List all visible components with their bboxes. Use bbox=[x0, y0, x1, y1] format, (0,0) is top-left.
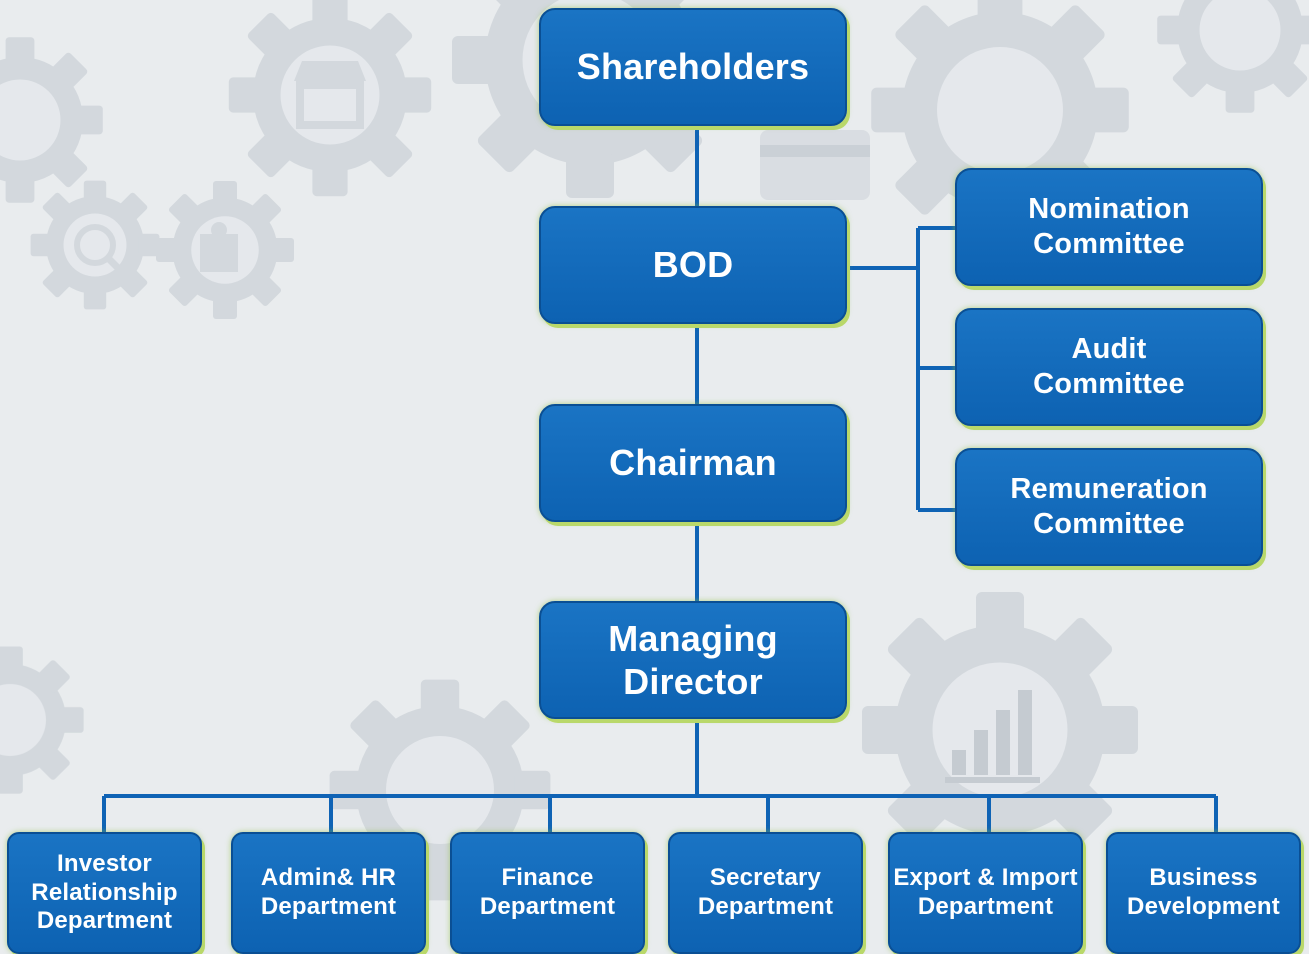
secretary-department-label: Secretary Department bbox=[697, 864, 834, 920]
admin-hr-department-label: Admin& HR Department bbox=[260, 864, 397, 920]
nomination-committee-box: Nomination Committee bbox=[955, 168, 1263, 286]
nomination-committee-label: Nomination Committee bbox=[1028, 193, 1190, 260]
investor-relationship-department-label: Investor Relationship Department bbox=[31, 849, 178, 935]
finance-department-label: Finance Department bbox=[479, 864, 616, 920]
bod-label: BOD bbox=[652, 244, 734, 286]
shareholders-box: Shareholders bbox=[539, 8, 847, 126]
puzzle-icon bbox=[200, 222, 238, 272]
admin-hr-department-box: Admin& HR Department bbox=[231, 832, 426, 954]
chairman-box: Chairman bbox=[539, 404, 847, 522]
credit-card-icon bbox=[760, 130, 870, 200]
shareholders-label: Shareholders bbox=[576, 46, 810, 88]
business-development-box: Business Development bbox=[1106, 832, 1301, 954]
audit-committee-label: Audit Committee bbox=[1033, 333, 1185, 400]
search-icon bbox=[74, 224, 126, 276]
bod-box: BOD bbox=[539, 206, 847, 324]
investor-relationship-department-box: Investor Relationship Department bbox=[7, 832, 202, 954]
chairman-label: Chairman bbox=[609, 442, 777, 484]
audit-committee-box: Audit Committee bbox=[955, 308, 1263, 426]
remuneration-committee-label: Remuneration Committee bbox=[1010, 473, 1208, 540]
managing-director-box: Managing Director bbox=[539, 601, 847, 719]
export-import-department-box: Export & Import Department bbox=[888, 832, 1083, 954]
export-import-department-label: Export & Import Department bbox=[893, 864, 1078, 920]
managing-director-label: Managing Director bbox=[608, 617, 778, 702]
secretary-department-box: Secretary Department bbox=[668, 832, 863, 954]
business-development-label: Business Development bbox=[1127, 864, 1280, 920]
finance-department-box: Finance Department bbox=[450, 832, 645, 954]
remuneration-committee-box: Remuneration Committee bbox=[955, 448, 1263, 566]
store-icon bbox=[294, 61, 366, 129]
bar-chart-icon bbox=[945, 690, 1040, 783]
